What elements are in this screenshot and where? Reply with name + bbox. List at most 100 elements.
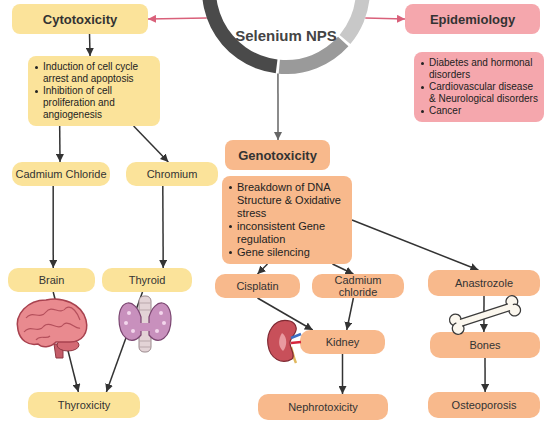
connector-arrow <box>106 292 142 392</box>
box-label: Thyroid <box>129 274 166 286</box>
organ-box: Kidney <box>300 330 385 354</box>
box-label: Anastrozole <box>455 277 513 289</box>
bullet-list-box: Breakdown of DNA Structure & Oxidative s… <box>222 176 352 264</box>
bone-knob <box>504 294 519 309</box>
box-label: Cadmium Chloride <box>15 168 106 180</box>
organ-box: Brain <box>8 268 95 292</box>
connector-arrow <box>347 298 354 330</box>
brain-fold <box>36 336 50 340</box>
category-title: Cytotoxicity <box>43 12 117 27</box>
agent-box: Cadmium Chloride <box>12 162 110 186</box>
bullet-dot <box>35 90 38 93</box>
bullet-text: Inhibition of cell proliferation and ang… <box>43 85 115 120</box>
connector-arrow <box>53 292 78 392</box>
bullet-text: Cancer <box>429 105 461 116</box>
kidney-pelvis <box>279 333 286 351</box>
bullet-dot <box>421 62 424 65</box>
outcome-box: Nephrotoxicity <box>258 394 388 420</box>
ring-segment <box>340 0 370 44</box>
central-title: Selenium NPS <box>202 27 370 45</box>
category-box: Cytotoxicity <box>12 4 148 34</box>
bone-knob <box>507 303 522 318</box>
bullet-list-box: Diabetes and hormonal disordersCardiovas… <box>414 52 544 122</box>
follicle-dot <box>131 329 135 333</box>
bullet-text: Breakdown of DNA Structure & Oxidative s… <box>237 181 341 219</box>
bullet-text: Gene silencing <box>237 246 310 258</box>
box-label: Nephrotoxicity <box>288 401 358 413</box>
connector-arrow <box>333 264 354 274</box>
bullet-item: Diabetes and hormonal disorders <box>419 57 538 81</box>
follicle-dot <box>127 311 131 315</box>
category-box: Genotoxicity <box>225 140 330 170</box>
category-box: Epidemiology <box>405 4 540 34</box>
bullet-item: Breakdown of DNA Structure & Oxidative s… <box>227 181 346 220</box>
connector-arrow <box>277 74 279 140</box>
kidney-illustration <box>268 320 301 363</box>
connector-arrow <box>134 126 169 162</box>
kidney-shape <box>268 320 297 361</box>
thyroid-follicles <box>124 311 166 333</box>
connector-arrow <box>484 358 486 392</box>
box-label: Cadmium chloride <box>315 274 401 298</box>
bullet-text: Induction of cell cycle arrest and apopt… <box>43 61 138 84</box>
bullet-dot <box>229 186 232 189</box>
brain-cerebellum <box>57 339 79 351</box>
bullet-dot <box>421 86 424 89</box>
bullet-item: Cancer <box>419 105 538 117</box>
bone-shaft <box>456 302 515 327</box>
brain-cerebrum <box>17 299 86 347</box>
bone-knob <box>448 313 463 328</box>
box-label: Kidney <box>326 336 360 348</box>
trachea-rings <box>139 303 151 347</box>
box-label: Cisplatin <box>236 280 278 292</box>
connector-arrow <box>148 18 207 19</box>
brain-illustration <box>17 299 86 358</box>
box-label: Bones <box>469 339 500 351</box>
bullet-text: Cardiovascular disease & Neurological di… <box>429 81 538 104</box>
bullet-item: Gene silencing <box>227 246 346 259</box>
bone-shaft-outline <box>460 304 510 326</box>
bullet-item: inconsistent Gene regulation <box>227 220 346 246</box>
agent-box: Cisplatin <box>215 274 300 298</box>
thyroid-lobe <box>119 303 141 340</box>
outcome-box: Thyroxicity <box>28 392 140 418</box>
follicle-dot <box>155 329 159 333</box>
bullet-item: Cardiovascular disease & Neurological di… <box>419 81 538 105</box>
bullet-text: Diabetes and hormonal disorders <box>429 57 532 80</box>
box-label: Thyroxicity <box>58 399 111 411</box>
outcome-box: Osteoporosis <box>428 392 540 418</box>
connector-arrow <box>59 126 61 162</box>
connector-arrow <box>483 296 485 332</box>
central-ring-node: Selenium NPS <box>202 0 370 74</box>
connector-arrow <box>352 220 478 270</box>
connector-arrow <box>342 354 344 394</box>
brain-stem <box>54 344 63 358</box>
agent-box: Anastrozole <box>428 270 540 296</box>
bullet-list-box: Induction of cell cycle arrest and apopt… <box>28 56 160 126</box>
bullet-item: Induction of cell cycle arrest and apopt… <box>33 61 154 85</box>
connector-arrow <box>89 34 91 56</box>
thyroid-lobe <box>149 303 171 340</box>
box-label: Osteoporosis <box>452 399 517 411</box>
thyroid-illustration <box>119 296 171 352</box>
box-label: Brain <box>39 274 65 286</box>
box-label: Chromium <box>147 168 198 180</box>
connector-arrow <box>162 186 164 268</box>
bullet-dot <box>35 66 38 69</box>
connector-arrow <box>52 186 54 268</box>
organ-box: Bones <box>430 332 540 358</box>
bullet-item: Inhibition of cell proliferation and ang… <box>33 85 154 121</box>
agent-box: Cadmium chloride <box>312 274 404 298</box>
trachea <box>139 296 151 352</box>
brain-fold <box>26 307 80 320</box>
category-title: Epidemiology <box>430 12 515 27</box>
bullet-dot <box>229 251 232 254</box>
follicle-dot <box>159 311 163 315</box>
bone-illustration <box>448 294 522 336</box>
category-title: Genotoxicity <box>238 148 317 163</box>
ureter <box>291 347 296 363</box>
connector-arrow <box>258 264 268 274</box>
thyroid-isthmus <box>139 323 151 331</box>
connector-arrow <box>258 298 313 330</box>
